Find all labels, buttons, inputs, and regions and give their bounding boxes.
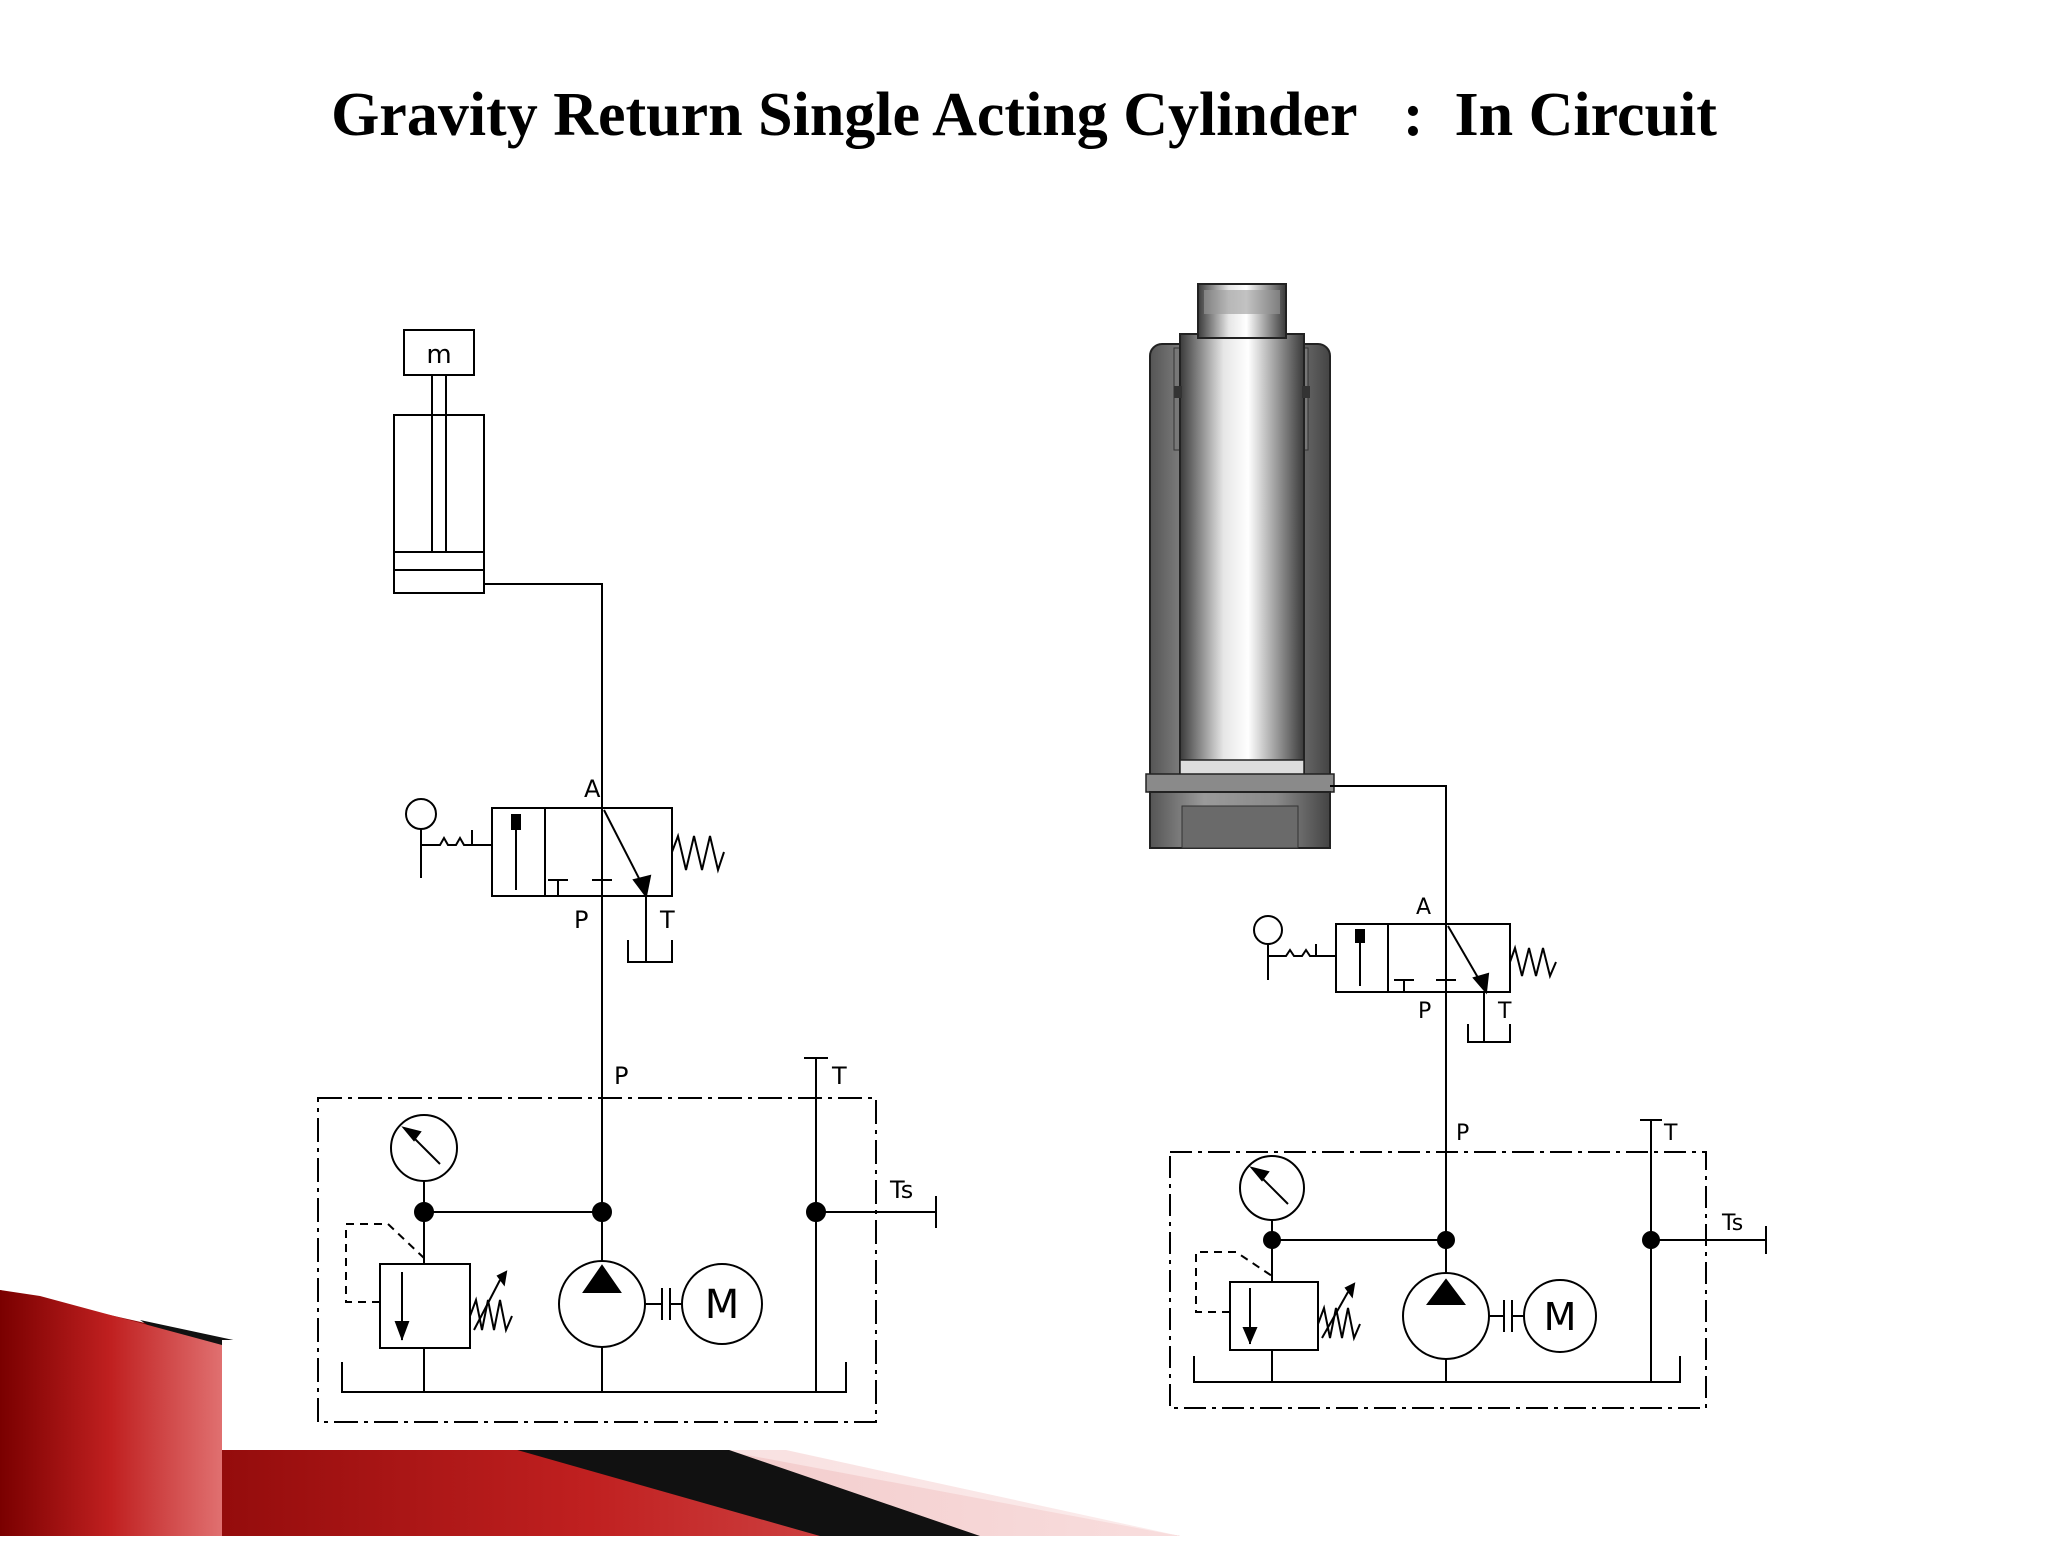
tank-line (1193, 1356, 1681, 1383)
mass-label: m (426, 340, 451, 370)
motor (1523, 1279, 1597, 1353)
supply-port-t-label: T (1663, 1121, 1678, 1146)
relief-valve (345, 1212, 513, 1392)
valve-port-a-label: A (1416, 895, 1431, 920)
tank-line (341, 1362, 847, 1393)
cylinder-illustration (1145, 283, 1335, 849)
left-circuit: m (317, 329, 937, 1423)
cylinder-symbol (393, 414, 485, 594)
supply-port-p-label: P (1456, 1121, 1469, 1146)
directional-valve (405, 798, 725, 963)
valve-port-p-label: P (1418, 999, 1431, 1024)
pump (1402, 1240, 1524, 1382)
valve-port-p-label: P (574, 906, 588, 934)
right-circuit: A P T P T Ts (1145, 283, 1767, 1409)
valve-port-a-label: A (584, 775, 601, 803)
valve-port-t-label: T (659, 906, 675, 934)
motor-label: M (1544, 1295, 1577, 1339)
pump (558, 1212, 682, 1392)
valve-port-t-label: T (1497, 999, 1512, 1024)
directional-valve (1253, 915, 1557, 1043)
power-unit-boundary (1169, 1151, 1707, 1409)
decorative-ribbon (0, 1290, 1222, 1536)
slide-title: Gravity Return Single Acting Cylinder : … (331, 81, 1717, 149)
relief-valve (1195, 1240, 1361, 1382)
motor (681, 1263, 763, 1345)
pressure-gauge (1239, 1155, 1305, 1240)
motor-label: M (705, 1282, 740, 1328)
pressure-gauge (390, 1114, 458, 1212)
supply-port-ts-label: Ts (889, 1176, 913, 1204)
mass-block (403, 329, 475, 376)
supply-port-p-label: P (614, 1062, 628, 1090)
power-unit-boundary (317, 1097, 877, 1423)
supply-port-ts-label: Ts (1721, 1211, 1743, 1236)
supply-port-t-label: T (831, 1062, 847, 1090)
